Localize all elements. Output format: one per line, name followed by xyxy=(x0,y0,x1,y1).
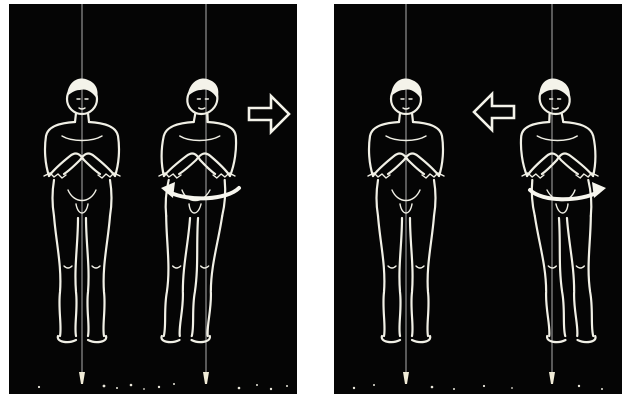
rotation-arrow-icon xyxy=(530,190,598,199)
rotation-arrow-icon xyxy=(169,188,239,198)
floor-marker xyxy=(79,372,85,384)
standing-figure-rotating xyxy=(147,79,241,343)
print-specks xyxy=(353,384,603,390)
left-panel-drawing xyxy=(9,4,297,394)
floor-marker xyxy=(549,372,555,384)
illustration-panel-left xyxy=(9,4,297,394)
standing-figure-rotating xyxy=(515,79,609,343)
floor-marker xyxy=(403,372,409,384)
right-arrow-icon xyxy=(249,96,289,132)
floor-marker xyxy=(203,372,209,384)
right-panel-drawing xyxy=(334,4,622,394)
illustration-panel-right xyxy=(334,4,622,394)
left-arrow-icon xyxy=(474,94,514,130)
print-specks xyxy=(38,383,288,390)
